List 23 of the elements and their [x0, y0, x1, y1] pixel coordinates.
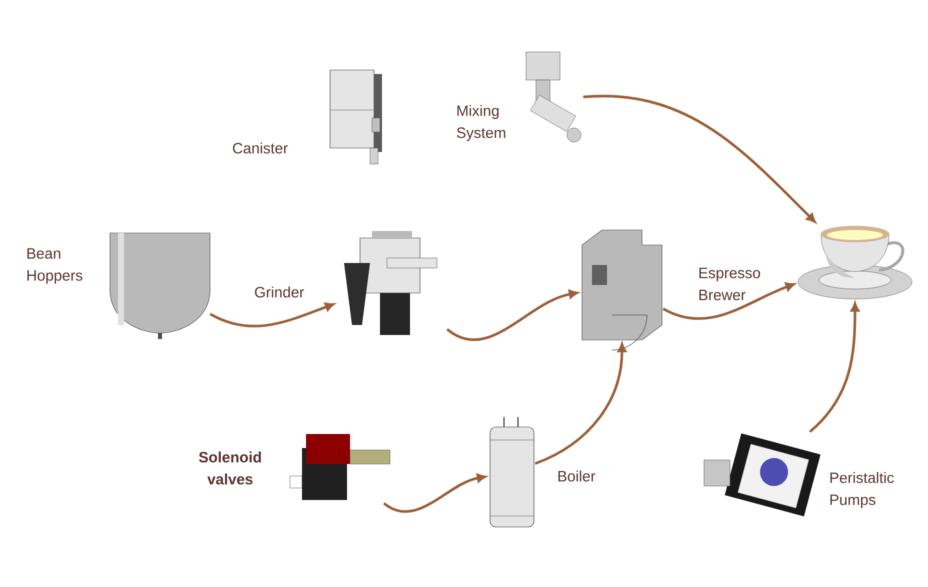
component-label: Grinder — [254, 286, 304, 298]
canister-drawing — [330, 70, 382, 164]
arrow — [210, 302, 334, 328]
coffee-cup-drawing — [798, 226, 912, 300]
arrow — [809, 302, 860, 433]
mixing-system-drawing — [526, 52, 582, 142]
component-label: Canister — [232, 142, 288, 154]
component-label: Mixing System — [456, 105, 506, 141]
component-label: Peristaltic Pumps — [830, 472, 894, 508]
component-label: Bean Hoppers — [27, 248, 82, 284]
boiler-drawing — [490, 416, 534, 528]
arrow — [383, 474, 486, 513]
arrow — [534, 343, 626, 465]
component-label: Espresso Brewer — [699, 268, 760, 300]
brewer-drawing — [582, 230, 662, 350]
hopper-drawing — [110, 232, 210, 339]
arrow — [662, 282, 795, 320]
arrow — [583, 94, 816, 223]
solenoid-valve-drawing — [290, 434, 390, 500]
component-label: Solenoid valves — [198, 452, 261, 484]
pump-drawing — [704, 433, 821, 516]
component-label: Boiler — [558, 470, 596, 482]
grinder-drawing — [344, 231, 438, 335]
